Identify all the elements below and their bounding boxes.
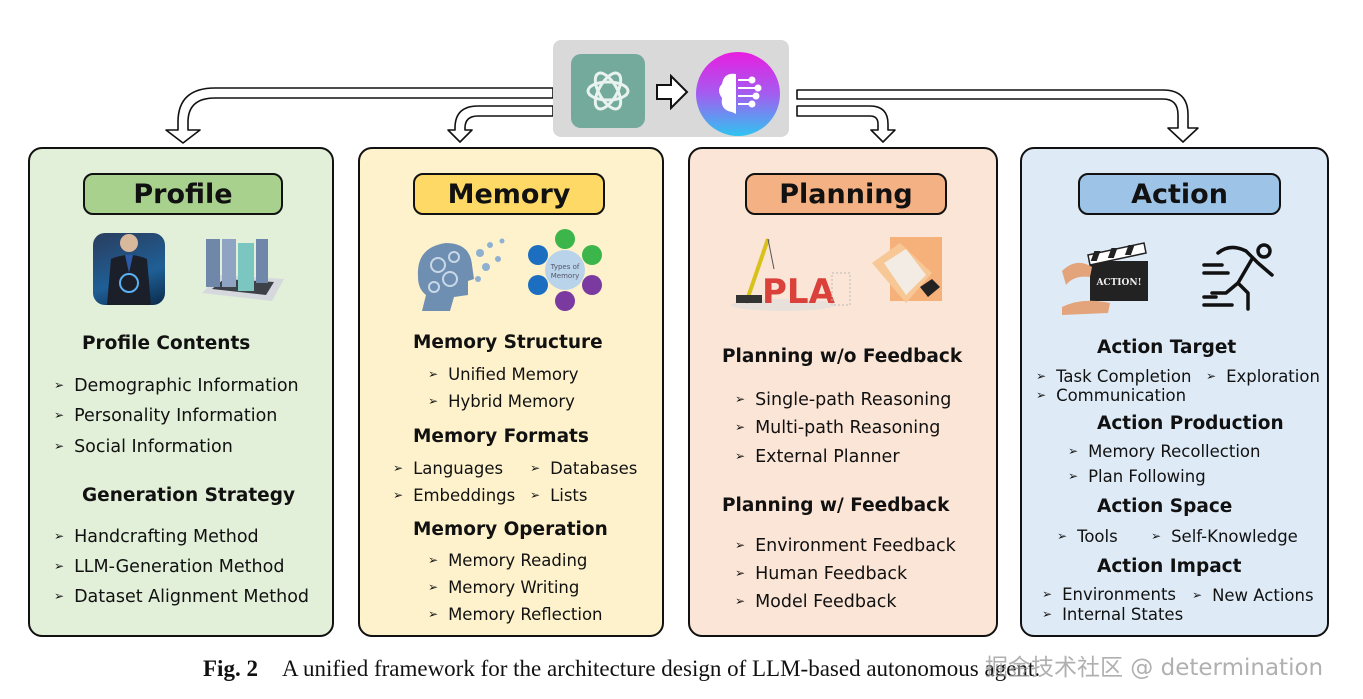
svg-text:PLA: PLA bbox=[762, 272, 836, 312]
list-item: Embeddings bbox=[393, 486, 515, 505]
section-heading: Memory Formats bbox=[413, 426, 589, 447]
section-heading: Planning w/ Feedback bbox=[722, 495, 950, 516]
action-panel: Action ACTION! Action Target Task Comple… bbox=[1020, 147, 1329, 637]
planning-panel: Planning PLA Planning w/o Feedback Singl… bbox=[688, 147, 998, 637]
list-item: Communication bbox=[1036, 386, 1186, 405]
ai-brain-icon bbox=[696, 52, 780, 136]
blueprint-icon bbox=[870, 233, 944, 309]
right-arrow-icon bbox=[656, 74, 689, 110]
list-item: Personality Information bbox=[54, 406, 277, 426]
list-item: Plan Following bbox=[1068, 467, 1206, 486]
list-item: Memory Recollection bbox=[1068, 442, 1260, 461]
arrow-to-memory bbox=[447, 105, 554, 143]
list-item: Demographic Information bbox=[54, 376, 299, 396]
watermark: 掘金技术社区 @ determination bbox=[985, 655, 1324, 681]
section-heading: Planning w/o Feedback bbox=[722, 346, 963, 367]
plan-crane-icon: PLA bbox=[728, 233, 853, 313]
section-heading: Action Target bbox=[1097, 337, 1237, 358]
figure-label: Fig. 2 bbox=[203, 656, 258, 681]
list-item: Handcrafting Method bbox=[54, 527, 259, 547]
list-item: Lists bbox=[530, 486, 587, 505]
list-item: New Actions bbox=[1192, 586, 1314, 605]
list-item: Memory Reflection bbox=[428, 605, 602, 624]
arrow-to-planning bbox=[796, 105, 896, 143]
section-heading: Action Impact bbox=[1097, 556, 1242, 577]
list-item: LLM-Generation Method bbox=[54, 557, 284, 577]
list-item: Internal States bbox=[1042, 605, 1183, 624]
caption-text: A unified framework for the architecture… bbox=[281, 656, 1041, 681]
section-heading: Profile Contents bbox=[82, 333, 251, 354]
action-title: Action bbox=[1078, 173, 1281, 215]
gear-head-icon bbox=[410, 233, 510, 313]
figure-caption: Fig. 2 A unified framework for the archit… bbox=[203, 656, 1040, 682]
businessman-icon bbox=[93, 233, 165, 305]
list-item: Memory Reading bbox=[428, 551, 587, 570]
memory-title: Memory bbox=[413, 173, 605, 215]
list-item: Languages bbox=[393, 459, 503, 478]
planning-title: Planning bbox=[745, 173, 947, 215]
list-item: Environment Feedback bbox=[735, 536, 956, 556]
list-item: Task Completion bbox=[1036, 367, 1191, 386]
clapperboard-icon: ACTION! bbox=[1062, 241, 1152, 315]
section-heading: Memory Structure bbox=[413, 332, 603, 353]
list-item: Dataset Alignment Method bbox=[54, 587, 309, 607]
section-heading: Action Production bbox=[1097, 413, 1284, 434]
list-item: Multi-path Reasoning bbox=[735, 418, 940, 438]
list-item: Human Feedback bbox=[735, 564, 907, 584]
connector-arrows bbox=[165, 87, 1199, 144]
running-person-icon bbox=[1202, 239, 1282, 311]
list-item: Databases bbox=[530, 459, 637, 478]
list-item: Social Information bbox=[54, 437, 233, 457]
list-item: Memory Writing bbox=[428, 578, 579, 597]
list-item: Environments bbox=[1042, 585, 1176, 604]
list-item: Model Feedback bbox=[735, 592, 896, 612]
list-item: Hybrid Memory bbox=[428, 392, 575, 411]
svg-text:Types of: Types of bbox=[550, 263, 580, 271]
svg-text:ACTION!: ACTION! bbox=[1095, 278, 1141, 288]
list-item: Exploration bbox=[1206, 367, 1320, 386]
list-item: Unified Memory bbox=[428, 365, 579, 384]
list-item: Single-path Reasoning bbox=[735, 390, 951, 410]
section-heading: Memory Operation bbox=[413, 519, 608, 540]
list-item: External Planner bbox=[735, 447, 899, 467]
list-item: Tools bbox=[1057, 527, 1118, 546]
profile-title: Profile bbox=[83, 173, 283, 215]
laptop-binders-icon bbox=[198, 233, 288, 307]
section-heading: Generation Strategy bbox=[82, 485, 296, 506]
arrow-to-action bbox=[796, 89, 1199, 143]
list-item: Self-Knowledge bbox=[1151, 527, 1298, 546]
profile-panel: Profile Profile Contents Demographic Inf… bbox=[28, 147, 334, 637]
svg-text:Memory: Memory bbox=[551, 272, 579, 280]
arrow-to-profile bbox=[165, 87, 554, 144]
section-heading: Action Space bbox=[1097, 496, 1233, 517]
openai-logo-icon bbox=[571, 54, 645, 128]
